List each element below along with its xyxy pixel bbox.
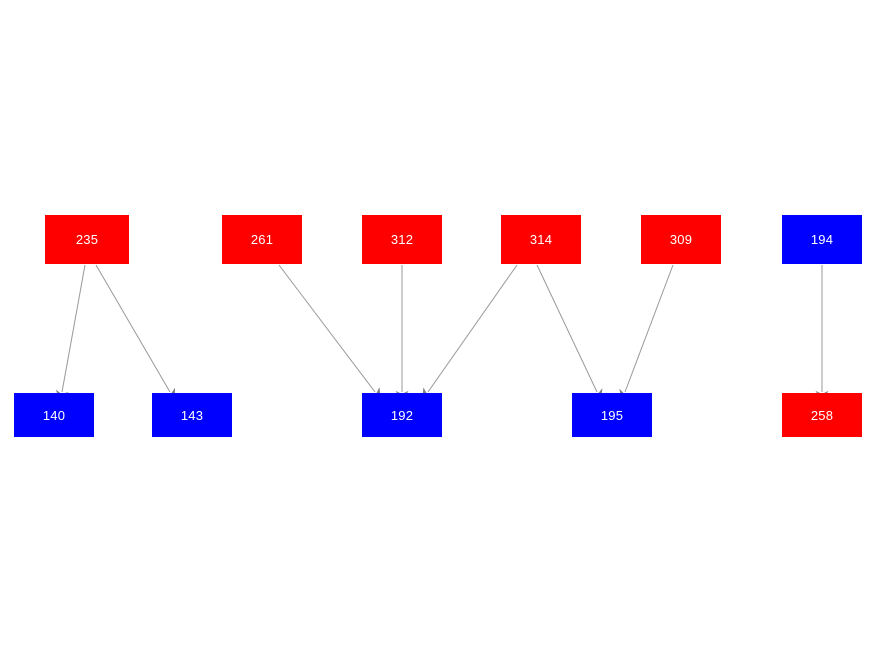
node-label-143: 143 (180, 407, 204, 423)
edge-n235-to-n143 (95, 264, 176, 401)
edge-n309-to-n195 (619, 264, 674, 402)
node-235[interactable]: 235 (45, 215, 129, 264)
node-195[interactable]: 195 (572, 393, 652, 437)
node-140[interactable]: 140 (14, 393, 94, 437)
node-label-309: 309 (669, 232, 693, 247)
node-label-140: 140 (42, 407, 66, 423)
node-312[interactable]: 312 (362, 215, 442, 264)
node-label-261: 261 (250, 232, 274, 247)
node-261[interactable]: 261 (222, 215, 302, 264)
edge-n261-to-n192 (278, 264, 381, 400)
node-143[interactable]: 143 (152, 393, 232, 437)
node-label-192: 192 (390, 407, 414, 423)
node-label-258: 258 (810, 407, 834, 423)
node-194[interactable]: 194 (782, 215, 862, 264)
node-258[interactable]: 258 (782, 393, 862, 437)
node-label-194: 194 (810, 232, 834, 247)
edge-n235-to-n140 (55, 264, 86, 402)
node-314[interactable]: 314 (501, 215, 581, 264)
node-192[interactable]: 192 (362, 393, 442, 437)
edges-group (55, 264, 829, 402)
node-label-312: 312 (390, 232, 414, 247)
edge-n314-to-n195 (536, 264, 603, 401)
node-label-235: 235 (75, 232, 99, 247)
node-label-195: 195 (600, 407, 624, 423)
node-label-314: 314 (529, 232, 553, 247)
node-309[interactable]: 309 (641, 215, 721, 264)
edge-n314-to-n192 (422, 264, 518, 401)
